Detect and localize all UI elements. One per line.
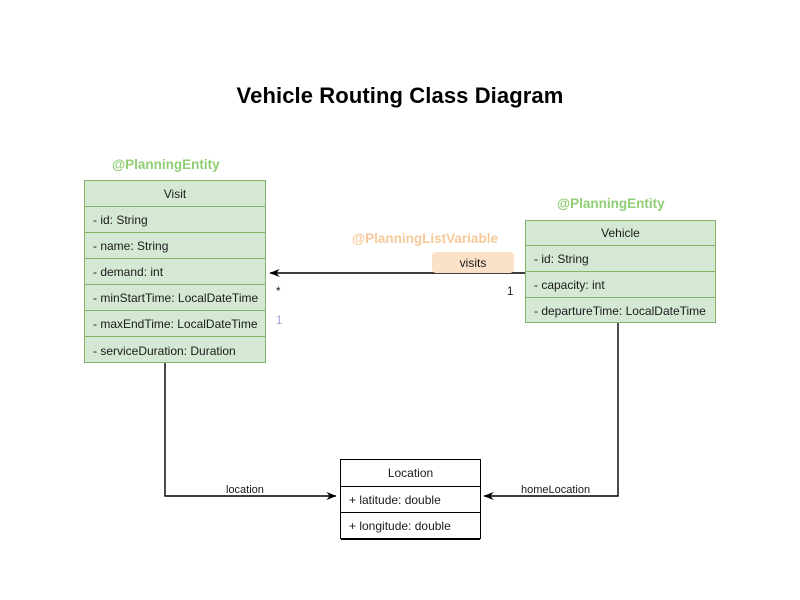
class-attribute: - capacity: int [526, 272, 715, 298]
edge-vehicle-homelocation [483, 322, 619, 500]
class-attribute: - maxEndTime: LocalDateTime [85, 311, 265, 337]
class-attribute: - serviceDuration: Duration [93, 343, 236, 358]
class-title-location: Location [341, 460, 480, 487]
multiplicity-visit-side: * [276, 286, 281, 298]
association-label-visits[interactable]: visits [432, 252, 514, 273]
association-label-homelocation: homeLocation [521, 484, 591, 496]
class-attribute: - departureTime: LocalDateTime [534, 304, 706, 318]
class-title-visit: Visit [85, 181, 265, 207]
edge-visit-location [164, 362, 337, 500]
stereotype-visit: @PlanningEntity [112, 157, 220, 172]
class-box-vehicle[interactable]: Vehicle - id: String - capacity: int - d… [525, 220, 716, 323]
class-attribute: - minStartTime: LocalDateTime [85, 285, 265, 311]
class-attribute: + latitude: double [341, 487, 480, 513]
stereotype-planning-list-variable: @PlanningListVariable [352, 231, 498, 246]
association-label-location: location [226, 484, 264, 496]
class-attribute: - name: String [85, 233, 265, 259]
class-title-vehicle: Vehicle [526, 221, 715, 246]
class-attribute: - id: String [85, 207, 265, 233]
multiplicity-extra: 1 [276, 315, 283, 327]
class-attribute: - id: String [526, 246, 715, 272]
class-attribute: - demand: int [85, 259, 265, 285]
stereotype-vehicle: @PlanningEntity [557, 196, 665, 211]
class-attribute: + longitude: double [341, 513, 480, 540]
multiplicity-vehicle-side: 1 [507, 286, 514, 298]
class-box-location[interactable]: Location + latitude: double + longitude:… [340, 459, 481, 540]
class-box-visit[interactable]: Visit - id: String - name: String - dema… [84, 180, 266, 363]
page-title: Vehicle Routing Class Diagram [236, 83, 564, 108]
